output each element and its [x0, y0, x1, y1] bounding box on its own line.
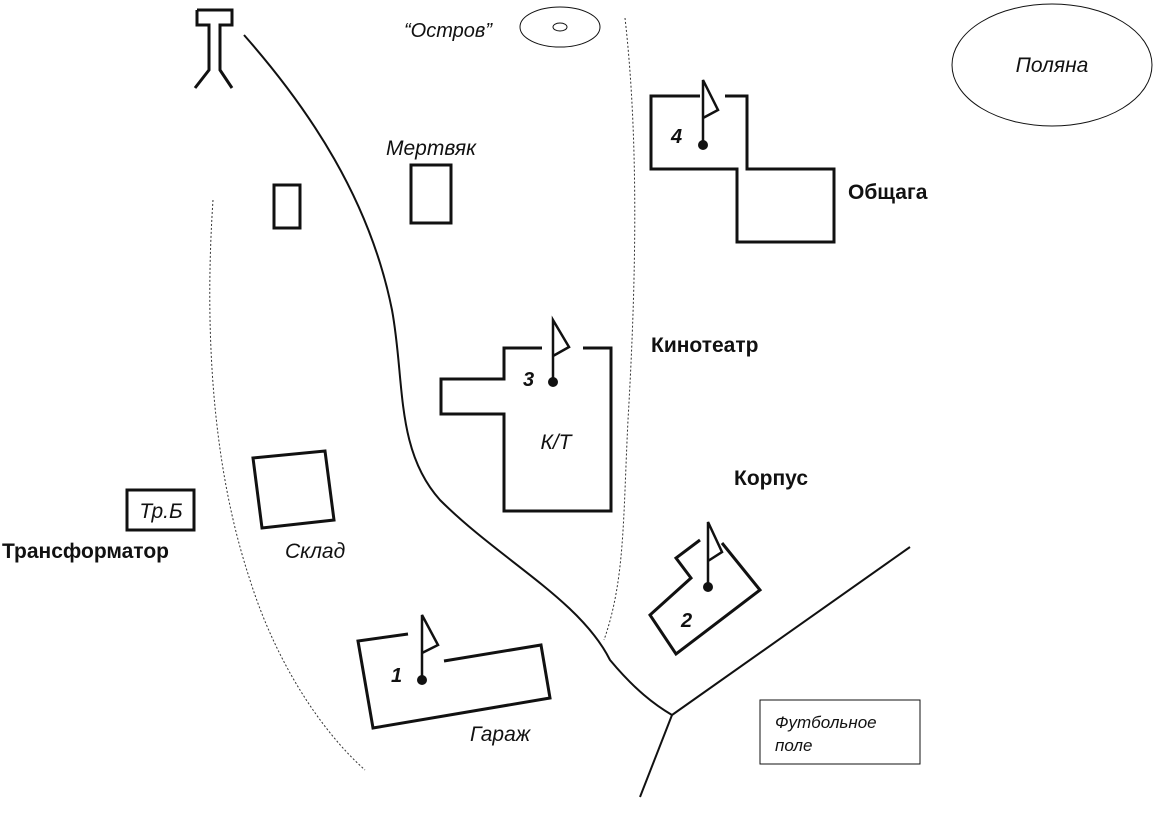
checkpoint-flag-icon	[701, 79, 720, 145]
korpus-building	[648, 538, 763, 657]
obshchaga-building	[649, 94, 836, 244]
garazh-building	[356, 632, 552, 730]
kt-label: К/Т	[540, 431, 573, 454]
road-to-korpus	[671, 546, 911, 716]
ostrov-label: “Остров”	[404, 20, 493, 42]
road-south	[639, 714, 673, 798]
checkpoint-4-dot	[698, 140, 708, 150]
football-field	[759, 699, 921, 765]
sklad-label: Склад	[285, 540, 345, 563]
obshchaga-label: Общага	[848, 181, 928, 204]
checkpoint-1-dot	[417, 675, 427, 685]
checkpoint-3-dot	[548, 377, 558, 387]
checkpoint-flag-icon	[420, 614, 440, 680]
kinoteatr-label: Кинотеатр	[651, 334, 758, 357]
checkpoint-4-number: 4	[670, 126, 682, 148]
water-tower-icon	[193, 8, 234, 89]
checkpoint-3-number: 3	[523, 369, 534, 391]
transformator-label: Трансформатор	[2, 540, 169, 563]
checkpoint-flag-icon	[706, 521, 724, 587]
checkpoint-1-number: 1	[391, 665, 402, 687]
sklad-building	[251, 449, 336, 530]
checkpoint-2-number: 2	[680, 610, 692, 632]
korpus-label: Корпус	[734, 467, 808, 490]
football-label-line1: Футбольное	[775, 713, 877, 732]
football-label-line2: поле	[775, 736, 812, 755]
polyana-meadow	[951, 3, 1153, 127]
kinoteatr-building	[439, 346, 613, 513]
checkpoint-flag-icon	[551, 315, 571, 382]
polyana-label: Поляна	[1016, 54, 1089, 77]
trb-label: Тр.Б	[139, 500, 182, 523]
mertvyak-label: Мертвяк	[386, 137, 477, 160]
ostrov-island	[519, 6, 601, 48]
mertvyak-building	[409, 163, 453, 225]
footpath-left	[209, 199, 366, 771]
main-road	[243, 34, 673, 716]
garazh-label: Гараж	[470, 723, 532, 746]
small-building	[272, 183, 302, 230]
transformer-building	[125, 488, 196, 532]
footpath-center	[603, 17, 636, 641]
checkpoint-2-dot	[703, 582, 713, 592]
